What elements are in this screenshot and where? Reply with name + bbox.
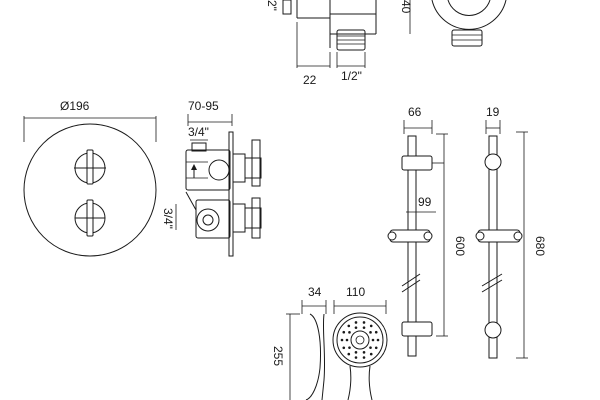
dim-rail-height-a: 600 [453, 236, 467, 256]
nozzle-dot [354, 351, 358, 354]
nozzle-dot [347, 324, 351, 328]
valve-plate-front: Ø196 [23, 99, 157, 257]
handset: 34 110 255 [271, 285, 388, 400]
nozzle-dot [340, 338, 344, 342]
dim-handset-length: 255 [271, 346, 285, 366]
nozzle-dot [371, 338, 375, 342]
dim-elbow-width: 22 [303, 73, 317, 87]
nozzle-dot [374, 330, 378, 334]
dim-inlet-side: 3/4" [161, 208, 175, 229]
nozzle-dot [362, 326, 366, 329]
dim-top-cut-right: 40 [399, 0, 413, 14]
valve-body-side: 70-95 3/4" 3/4" [161, 99, 262, 257]
dim-handset-head: 110 [346, 285, 365, 299]
dim-elbow-thread: 1/2" [341, 69, 362, 83]
handset-nozzles [340, 321, 380, 359]
dim-rail-bracket: 99 [418, 195, 432, 209]
nozzle-dot [345, 338, 349, 342]
dim-rail-height-b: 680 [533, 236, 547, 256]
nozzle-dot [348, 331, 351, 334]
dim-top-cut-left: 2" [265, 0, 279, 11]
dim-valve-depth: 70-95 [188, 99, 219, 113]
wall-outlet-elbow: 2" 22 1/2" 40 [265, 0, 413, 87]
nozzle-dot [362, 351, 366, 354]
dim-inlet-top: 3/4" [188, 125, 209, 139]
nozzle-dot [342, 346, 346, 350]
nozzle-dot [348, 346, 351, 349]
nozzle-dot [376, 338, 380, 342]
nozzle-dot [362, 321, 366, 324]
nozzle-dot [347, 352, 351, 356]
dim-rail-width-a: 66 [408, 105, 422, 119]
slide-rail-b: 19 680 [475, 105, 547, 359]
dim-handset-depth: 34 [308, 285, 322, 299]
nozzle-dot [362, 356, 366, 359]
nozzle-dot [354, 356, 358, 359]
nozzle-dot [369, 331, 372, 334]
nozzle-dot [354, 321, 358, 324]
dim-rail-width-b: 19 [486, 105, 500, 119]
nozzle-dot [369, 352, 373, 356]
nozzle-dot [369, 346, 372, 349]
nozzle-dot [354, 326, 358, 329]
nozzle-dot [369, 324, 373, 328]
dim-plate-diameter: Ø196 [60, 99, 90, 113]
nozzle-dot [374, 346, 378, 350]
hose-outlet-front [431, 0, 507, 47]
slide-rail-a: 66 99 600 [387, 105, 467, 357]
nozzle-dot [342, 330, 346, 334]
